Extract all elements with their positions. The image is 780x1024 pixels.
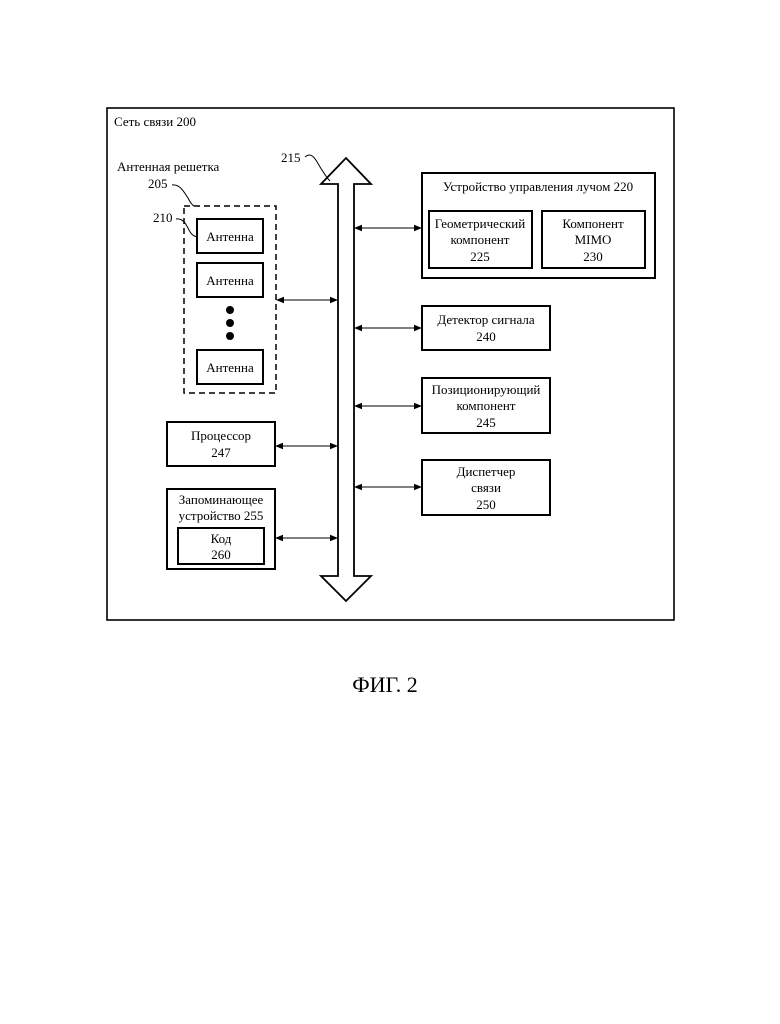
antenna-label-2: Антенна (206, 273, 254, 288)
mimo-line1: Компонент (562, 216, 624, 231)
signal-detector-line1: Детектор сигнала (437, 312, 535, 327)
processor-line1: Процессор (191, 428, 251, 443)
positioning-line1: Позиционирующий (432, 382, 541, 397)
network-label: Сеть связи 200 (114, 114, 196, 129)
antenna-array-leader (172, 185, 194, 206)
mimo-number: 230 (583, 249, 603, 264)
memory-line2: устройство 255 (179, 508, 264, 523)
positioning-number: 245 (476, 415, 496, 430)
signal-detector-number: 240 (476, 329, 496, 344)
code-line1: Код (211, 531, 232, 546)
comm-manager-line2: связи (471, 480, 501, 495)
processor-number: 247 (211, 445, 231, 460)
antenna-label-1: Антенна (206, 229, 254, 244)
bus-arrow (321, 158, 371, 601)
ellipsis-dot-3 (226, 332, 234, 340)
comm-manager-line1: Диспетчер (457, 464, 516, 479)
figure-caption: ФИГ. 2 (352, 672, 418, 697)
bus-label: 215 (281, 150, 301, 165)
ellipsis-dot-1 (226, 306, 234, 314)
antenna-array-label: Антенная решетка (117, 159, 220, 174)
antenna-ref-number: 210 (153, 210, 173, 225)
geometric-line2: компонент (451, 232, 510, 247)
antenna-ref-leader (176, 219, 197, 237)
geometric-line1: Геометрический (435, 216, 526, 231)
ellipsis-dot-2 (226, 319, 234, 327)
antenna-label-3: Антенна (206, 360, 254, 375)
antenna-array-number: 205 (148, 176, 168, 191)
positioning-line2: компонент (457, 398, 516, 413)
beam-manager-label: Устройство управления лучом 220 (443, 179, 633, 194)
code-number: 260 (211, 547, 231, 562)
geometric-number: 225 (470, 249, 490, 264)
memory-line1: Запоминающее (179, 492, 264, 507)
mimo-line2: MIMO (575, 232, 612, 247)
bus-leader (305, 155, 330, 181)
comm-manager-number: 250 (476, 497, 496, 512)
